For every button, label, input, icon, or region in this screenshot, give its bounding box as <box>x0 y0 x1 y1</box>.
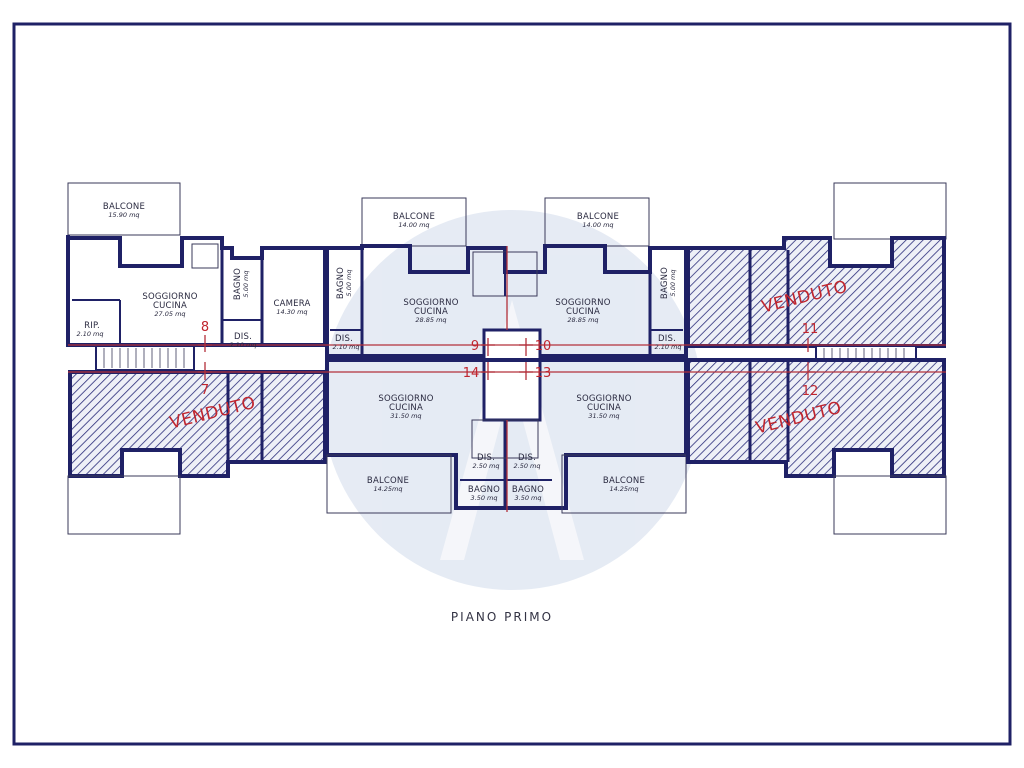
balcony-14 <box>326 454 452 514</box>
room-u10-soggiorno: SOGGIORNO <box>555 298 610 308</box>
area-u8-camera: 14.30 mq <box>276 308 307 316</box>
room-u14-dis: DIS. <box>477 453 495 463</box>
room-u8-balcone: BALCONE <box>103 202 145 212</box>
room-u8-bagno: BAGNO <box>233 268 243 300</box>
area-u10-soggiorno: 28.85 mq <box>567 316 598 324</box>
area-u13-balcone: 14.25mq <box>609 485 638 493</box>
room-u13-bagno: BAGNO <box>512 485 544 495</box>
unit-number-10: 10 <box>535 339 552 354</box>
room-u14-soggiorno: SOGGIORNO <box>378 394 433 404</box>
room-u8-camera: CAMERA <box>273 299 310 309</box>
room-u10-cucina: CUCINA <box>566 307 600 317</box>
unit-number-14: 14 <box>463 366 480 381</box>
balcony-13 <box>561 454 687 514</box>
right-wing <box>686 182 947 535</box>
balcony-7 <box>67 475 181 535</box>
area-u9-soggiorno: 28.85 mq <box>415 316 446 324</box>
unit-boundaries <box>68 246 946 512</box>
unit-number-8: 8 <box>201 320 209 335</box>
room-u13-cucina: CUCINA <box>587 403 621 413</box>
unit-number-12: 12 <box>802 384 819 399</box>
area-u8-balcone: 15.90 mq <box>108 211 139 219</box>
area-u14-bagno: 3.50 mq <box>471 494 498 502</box>
area-u8-soggiorno: 27.05 mq <box>154 310 185 318</box>
area-u13-soggiorno: 31.50 mq <box>588 412 619 420</box>
room-u9-cucina: CUCINA <box>414 307 448 317</box>
unit-number-7: 7 <box>201 383 209 398</box>
floor-title: PIANO PRIMO <box>451 610 553 624</box>
room-u8-dis: DIS. <box>234 332 252 342</box>
room-u13-balcone: BALCONE <box>603 476 645 486</box>
room-u9-balcone: BALCONE <box>393 212 435 222</box>
area-u10-balcone: 14.00 mq <box>582 221 613 229</box>
balcony-8 <box>67 182 181 236</box>
room-u14-cucina: CUCINA <box>389 403 423 413</box>
room-u8-soggiorno: SOGGIORNO <box>142 292 197 302</box>
balcony-9 <box>361 197 467 247</box>
room-u10-balcone: BALCONE <box>577 212 619 222</box>
room-u14-balcone: BALCONE <box>367 476 409 486</box>
area-u8-bagno: 5.00 mq <box>242 271 250 298</box>
balcony-12 <box>833 475 947 535</box>
room-u9-dis: DIS. <box>335 334 353 344</box>
area-u13-dis: 2.50 mq <box>514 462 541 470</box>
area-u8-dis: 2.10 mq <box>230 341 257 349</box>
area-u13-bagno: 3.50 mq <box>515 494 542 502</box>
area-u14-dis: 2.50 mq <box>473 462 500 470</box>
area-u9-bagno: 5.00 mq <box>345 270 353 297</box>
room-u14-bagno: BAGNO <box>468 485 500 495</box>
room-u13-soggiorno: SOGGIORNO <box>576 394 631 404</box>
area-u14-soggiorno: 31.50 mq <box>390 412 421 420</box>
room-u8-cucina: CUCINA <box>153 301 187 311</box>
room-u9-soggiorno: SOGGIORNO <box>403 298 458 308</box>
unit-number-9: 9 <box>471 339 479 354</box>
area-u9-balcone: 14.00 mq <box>398 221 429 229</box>
room-u10-dis: DIS. <box>658 334 676 344</box>
area-u10-bagno: 5.00 mq <box>669 270 677 297</box>
unit-12-sold-area <box>686 358 946 478</box>
room-u9-bagno: BAGNO <box>336 267 346 299</box>
unit-number-13: 13 <box>535 366 552 381</box>
area-u9-dis: 2.10 mq <box>333 343 360 351</box>
area-u8-rip: 2.10 mq <box>77 330 104 338</box>
room-u10-bagno: BAGNO <box>660 267 670 299</box>
room-u8-rip: RIP. <box>84 321 100 331</box>
room-u13-dis: DIS. <box>518 453 536 463</box>
unit-number-11: 11 <box>802 322 819 337</box>
area-u14-balcone: 14.25mq <box>373 485 402 493</box>
area-u10-dis: 2.10 mq <box>655 343 682 351</box>
